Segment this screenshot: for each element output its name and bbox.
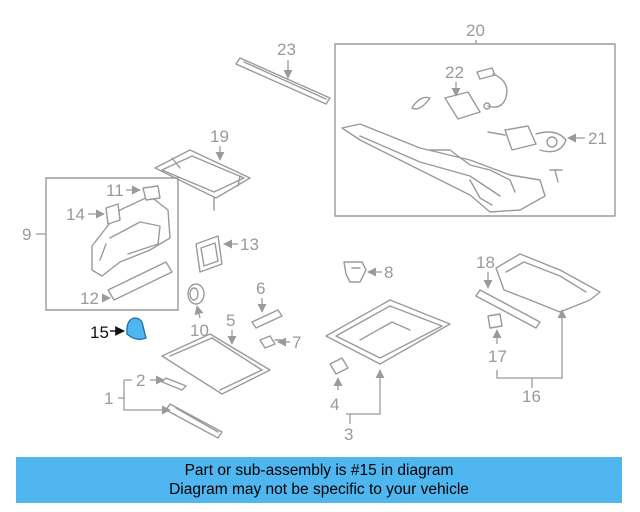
leader-3-branch — [346, 369, 385, 415]
part-8-hook[interactable] — [343, 261, 367, 283]
callout-14[interactable]: 14 — [66, 205, 85, 224]
callout-13[interactable]: 13 — [240, 235, 259, 254]
callout-17[interactable]: 17 — [488, 347, 507, 366]
part-9-side-trim-panel[interactable] — [91, 195, 171, 277]
callout-15[interactable]: 15 — [90, 323, 109, 342]
part-5-floor-board[interactable] — [161, 333, 271, 395]
part-13-cover-plate[interactable] — [195, 235, 223, 273]
part-1-sill-plate[interactable] — [165, 403, 223, 439]
callout-18[interactable]: 18 — [476, 253, 495, 272]
banner-line-1: Part or sub-assembly is #15 in diagram — [184, 462, 454, 479]
callout-4[interactable]: 4 — [330, 395, 339, 414]
leader-1 — [123, 380, 171, 415]
banner-line-2: Diagram may not be specific to your vehi… — [169, 481, 469, 498]
callout-21[interactable]: 21 — [588, 129, 607, 148]
leader-16 — [496, 309, 567, 379]
part-23-trim-strip[interactable] — [235, 57, 331, 105]
part-14-bracket[interactable] — [105, 203, 121, 225]
exploded-parts-diagram: 23 20 22 21 — [22, 21, 616, 444]
callout-6[interactable]: 6 — [256, 279, 265, 298]
part-9-group-box — [45, 177, 179, 311]
callout-12[interactable]: 12 — [80, 289, 99, 308]
info-banner: Part or sub-assembly is #15 in diagram D… — [16, 457, 622, 503]
part-21-actuator[interactable] — [487, 125, 567, 183]
callout-1[interactable]: 1 — [104, 389, 113, 408]
callout-5[interactable]: 5 — [226, 311, 235, 330]
callout-3[interactable]: 3 — [344, 425, 353, 444]
callout-10[interactable]: 10 — [190, 321, 209, 340]
callout-7[interactable]: 7 — [292, 333, 301, 352]
part-11-clip[interactable] — [142, 185, 161, 201]
callout-20[interactable]: 20 — [466, 21, 485, 40]
part-22-module[interactable] — [411, 67, 508, 120]
part-20-tray-assembly[interactable] — [341, 123, 546, 213]
part-19-cargo-cover-frame[interactable] — [154, 149, 251, 211]
part-15-highlighted[interactable] — [126, 317, 147, 340]
callout-8[interactable]: 8 — [384, 263, 393, 282]
part-20-assembly-box — [334, 43, 616, 217]
part-16-trim-strip[interactable] — [475, 289, 541, 329]
part-18-rear-panel[interactable] — [495, 253, 601, 313]
callout-2[interactable]: 2 — [136, 371, 145, 390]
part-4-small-block[interactable] — [329, 357, 349, 375]
part-10-grommet[interactable] — [187, 283, 205, 305]
callout-22[interactable]: 22 — [445, 63, 464, 82]
callout-16[interactable]: 16 — [522, 387, 541, 406]
leader-1-branch — [118, 379, 132, 399]
callout-11[interactable]: 11 — [106, 181, 124, 200]
callout-23[interactable]: 23 — [277, 40, 296, 59]
part-3-cargo-floor[interactable] — [325, 299, 451, 365]
part-6-bar[interactable] — [251, 309, 283, 329]
callout-19[interactable]: 19 — [210, 127, 229, 146]
part-2-small-trim[interactable] — [161, 377, 187, 391]
part-12-panel-strip[interactable] — [107, 261, 173, 301]
leader-10 — [194, 305, 204, 319]
part-17-clip[interactable] — [487, 313, 503, 329]
callout-9[interactable]: 9 — [22, 225, 31, 244]
